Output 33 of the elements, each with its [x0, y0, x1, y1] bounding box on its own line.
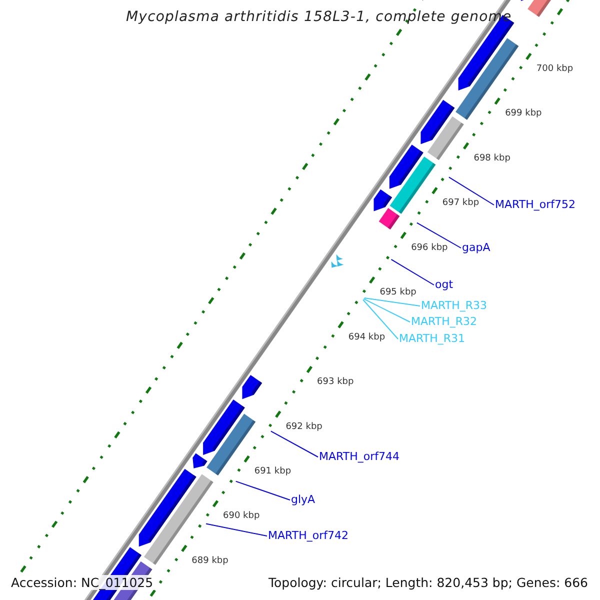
gene-label: MARTH_orf752: [495, 198, 576, 211]
scale-label: 691 kbp: [254, 466, 292, 476]
leader-line: [416, 222, 462, 248]
gene-label: MARTH_orf742: [268, 529, 348, 542]
scale-label: 700 kbp: [536, 64, 574, 74]
map-title: Mycoplasma arthritidis 158L3-1, complete genome: [126, 9, 512, 25]
scale-label: 693 kbp: [317, 377, 354, 388]
leader-line: [364, 297, 420, 306]
scale-label: 695 kbp: [380, 288, 416, 298]
scale-label: 690 kbp: [223, 511, 260, 522]
leader-line: [206, 523, 268, 536]
scale-label: 699 kbp: [505, 108, 542, 119]
gene-label: MARTH_R31: [399, 332, 465, 345]
leader-line: [362, 299, 398, 340]
scale-label: 696 kbp: [411, 242, 448, 253]
leader-line: [270, 430, 318, 458]
leader-line: [448, 176, 494, 206]
scale-label: 689 kbp: [192, 556, 228, 566]
gene-label: MARTH_orf744: [319, 450, 400, 463]
leader-line: [390, 259, 434, 286]
scale-label: 692 kbp: [286, 422, 322, 432]
gene-label: gapA: [462, 241, 490, 254]
leader-line: [235, 480, 290, 500]
accession-note: Accession: NC_011025: [9, 575, 156, 590]
leader-line: [363, 298, 410, 322]
gene-label: MARTH_R32: [411, 315, 477, 328]
gene-label: ogt: [435, 278, 454, 291]
gene-label: MARTH_R33: [421, 299, 487, 312]
scale-label: 698 kbp: [474, 153, 510, 164]
scale-label: 694 kbp: [348, 332, 386, 342]
genome-info-note: Topology: circular; Length: 820,453 bp; Genes: 666: [266, 575, 590, 590]
scale-label: 697 kbp: [442, 198, 480, 208]
gene-label: glyA: [291, 493, 316, 506]
